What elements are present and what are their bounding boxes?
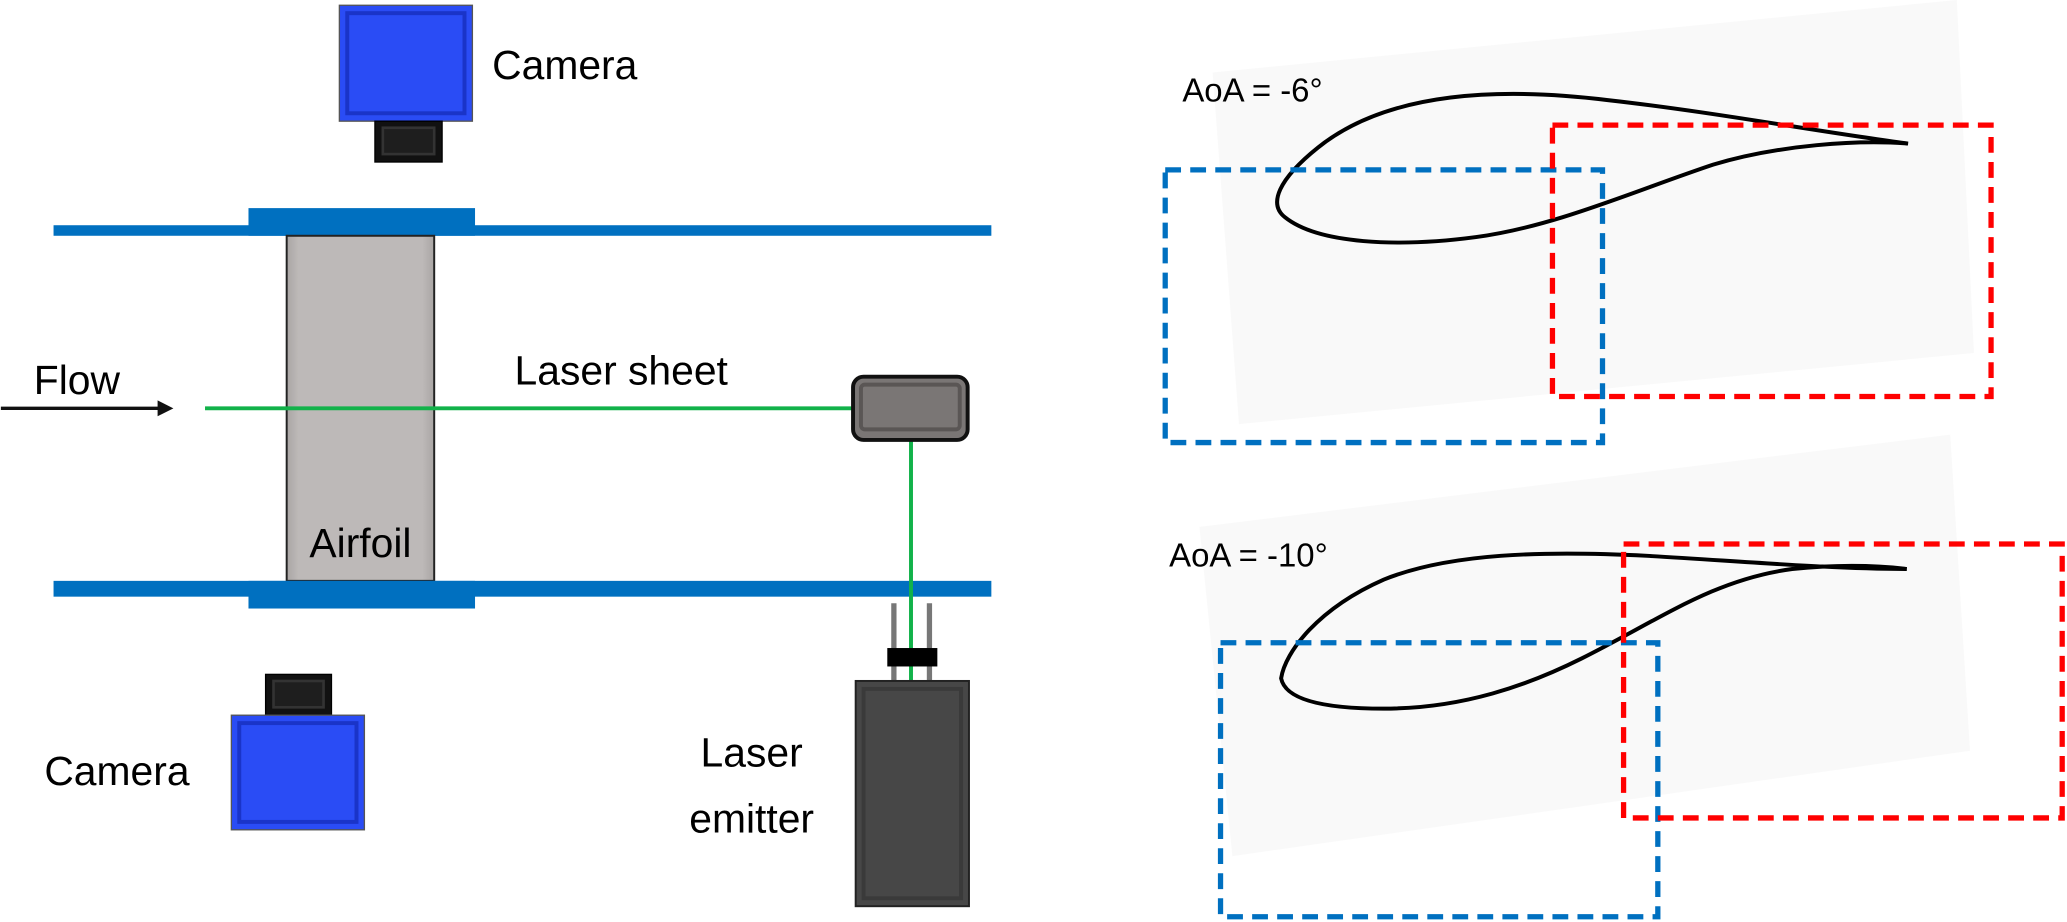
laser-emitter-label-line2: emitter <box>689 795 814 841</box>
fov-downstream-box <box>1549 122 1994 400</box>
laser-emitter: Laser emitter <box>689 603 970 908</box>
fov-upstream-box <box>1217 640 1661 920</box>
airfoil-outline <box>1279 551 1907 711</box>
camera-bottom-body-bevel <box>237 721 359 824</box>
tunnel-wall-top <box>53 208 992 236</box>
wall-bottom-line <box>53 580 992 597</box>
flow-arrow: Flow <box>0 357 174 417</box>
fov-downstream-box <box>1620 541 2065 821</box>
emitter-body-bevel <box>861 686 964 901</box>
right-panel-fov-layout: AoA = -6° AoA = -10° <box>1162 0 2065 920</box>
emitter-rod-right <box>926 603 933 683</box>
aoa-label: AoA = -10° <box>1169 536 1328 573</box>
camera-bottom-lens-bevel <box>272 679 325 709</box>
camera-bottom: Camera <box>44 673 366 831</box>
camera-bottom-body <box>230 714 366 831</box>
piv-image-background <box>1199 434 1970 857</box>
flow-label: Flow <box>34 357 121 403</box>
camera-top-label: Camera <box>492 42 638 88</box>
airfoil-outline <box>1275 91 1909 245</box>
wall-top-mount <box>248 208 476 236</box>
flow-arrow-head-icon <box>157 400 174 417</box>
fov-upstream-box <box>1162 167 1606 446</box>
camera-bottom-label: Camera <box>44 748 190 794</box>
optics-box-body <box>851 374 970 442</box>
sheet-optics-box <box>851 374 970 442</box>
left-panel-schematic: Camera Airfoil Flow Laser sheet <box>0 4 992 908</box>
laser-emitter-label-line1: Laser <box>701 730 803 776</box>
laser-sheet-label: Laser sheet <box>515 348 729 394</box>
airfoil-label: Airfoil <box>309 520 411 566</box>
camera-top-body-bevel <box>345 11 467 116</box>
emitter-clamp <box>887 648 938 667</box>
emitter-body <box>854 679 970 908</box>
case-aoa-minus-6: AoA = -6° <box>1162 0 1994 446</box>
camera-top: Camera <box>338 4 638 163</box>
laser-sheet: Laser sheet <box>205 348 855 413</box>
wall-bottom-mount <box>248 580 476 609</box>
camera-top-body <box>338 4 474 122</box>
emitter-rod-left <box>891 603 897 683</box>
case-aoa-minus-10: AoA = -10° <box>1169 434 2065 920</box>
wall-top-line <box>53 225 992 236</box>
piv-image-background <box>1212 0 1974 425</box>
aoa-label: AoA = -6° <box>1182 71 1322 108</box>
tunnel-wall-bottom <box>53 580 992 609</box>
camera-top-lens-bevel <box>381 126 436 156</box>
optics-box-bevel <box>858 382 962 432</box>
